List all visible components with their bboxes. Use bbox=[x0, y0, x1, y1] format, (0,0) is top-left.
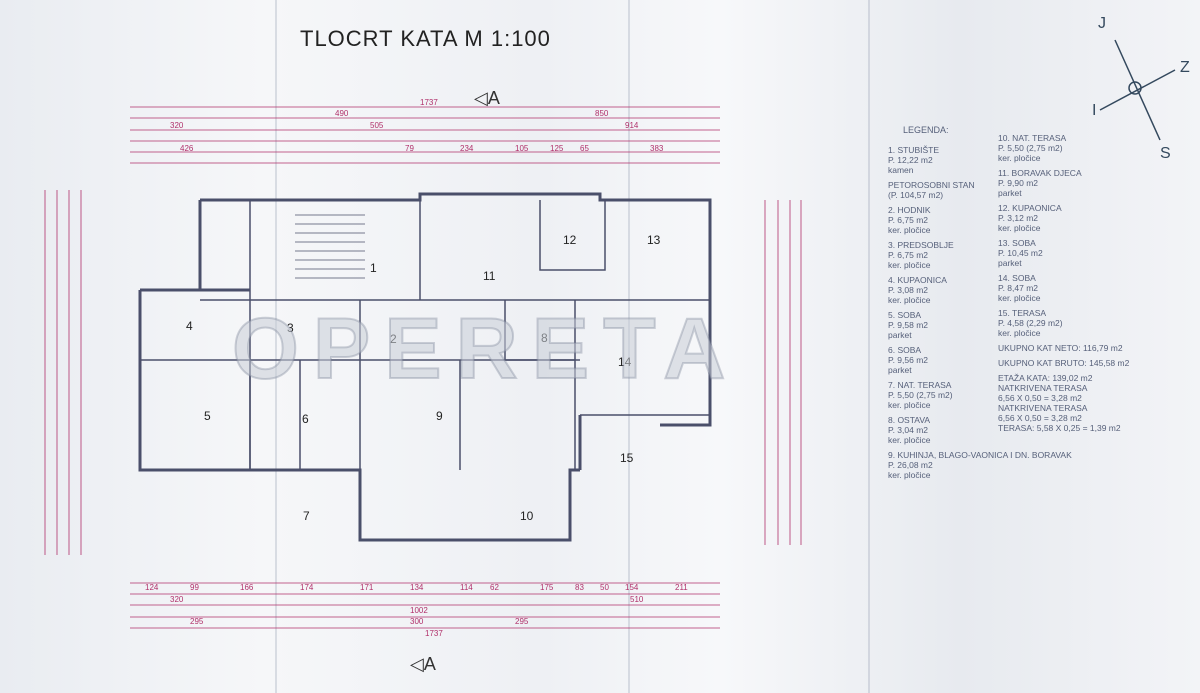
paper-fold bbox=[275, 0, 277, 693]
legend-entry: 4. KUPAONICA P. 3,08 m2 ker. pločice bbox=[888, 275, 947, 305]
legend-entry: 10. NAT. TERASA P. 5,50 (2,75 m2) ker. p… bbox=[998, 133, 1067, 163]
plan-title: TLOCRT KATA M 1:100 bbox=[300, 26, 551, 51]
dimension-label: 99 bbox=[190, 583, 199, 592]
legend-total: UKUPNO KAT BRUTO: 145,58 m2 bbox=[998, 358, 1130, 368]
dimension-label: 125 bbox=[550, 144, 564, 153]
legend-note: ETAŽA KATA: 139,02 m2 bbox=[998, 373, 1093, 383]
dimension-label: 1737 bbox=[420, 98, 438, 107]
dimension-label: 134 bbox=[410, 583, 424, 592]
legend-entry: 3. PREDSOBLJE P. 6,75 m2 ker. pločice bbox=[888, 240, 954, 270]
dimension-label: 105 bbox=[515, 144, 529, 153]
paper-fold bbox=[868, 0, 870, 693]
partition-wall bbox=[504, 300, 575, 361]
dimension-label: 114 bbox=[460, 583, 473, 592]
legend-entry: 1. STUBIŠTE P. 12,22 m2 kamen bbox=[888, 145, 940, 175]
room-number: 10 bbox=[520, 509, 534, 523]
legend-note: NATKRIVENA TERASA bbox=[998, 403, 1088, 413]
compass-letter: J bbox=[1098, 15, 1106, 32]
legend-entry: 15. TERASA P. 4,58 (2,29 m2) ker. pločic… bbox=[998, 308, 1063, 338]
legend-column-2: 10. NAT. TERASA P. 5,50 (2,75 m2) ker. p… bbox=[998, 133, 1129, 433]
dimension-label: 234 bbox=[460, 144, 474, 153]
legend-heading: LEGENDA: bbox=[903, 125, 949, 135]
legend-total: UKUPNO KAT NETO: 116,79 m2 bbox=[998, 343, 1123, 353]
room-number: 2 bbox=[390, 332, 397, 346]
compass-letter: Z bbox=[1180, 59, 1190, 76]
compass-letter: S bbox=[1160, 145, 1171, 162]
legend-entry: 8. OSTAVA P. 3,04 m2 ker. pločice bbox=[888, 415, 931, 445]
legend-note: 6,56 X 0,50 = 3,28 m2 bbox=[998, 413, 1082, 423]
legend-note: 6,56 X 0,50 = 3,28 m2 bbox=[998, 393, 1082, 403]
dimension-label: 300 bbox=[410, 617, 424, 626]
legend-entry: 9. KUHINJA, BLAGO-VAONICA I DN. BORAVAK … bbox=[888, 450, 1072, 480]
dimension-label: 320 bbox=[170, 121, 184, 130]
legend-entry: 7. NAT. TERASA P. 5,50 (2,75 m2) ker. pl… bbox=[888, 380, 953, 410]
dimension-label: 490 bbox=[335, 109, 349, 118]
room-number: 7 bbox=[303, 509, 310, 523]
dimension-label: 171 bbox=[360, 583, 374, 592]
paper-fold bbox=[628, 0, 630, 693]
room-number: 1 bbox=[370, 261, 377, 275]
dimension-label: 211 bbox=[675, 583, 688, 592]
wall bbox=[250, 192, 712, 427]
watermark: OPERETA bbox=[231, 300, 740, 398]
dimension-label: 174 bbox=[300, 583, 314, 592]
legend-entry: 5. SOBA P. 9,58 m2 parket bbox=[888, 310, 929, 340]
dimension-label: 65 bbox=[580, 144, 589, 153]
dimension-label: 505 bbox=[370, 121, 384, 130]
compass-axis bbox=[1099, 69, 1176, 111]
dimension-label: 1002 bbox=[410, 606, 428, 615]
dimension-label: 850 bbox=[595, 109, 609, 118]
legend-note: TERASA: 5,58 X 0,25 = 1,39 m2 bbox=[998, 423, 1121, 433]
dimension-label: 166 bbox=[240, 583, 254, 592]
dimension-label: 914 bbox=[625, 121, 639, 130]
dimension-label: 154 bbox=[625, 583, 639, 592]
dimension-label: 175 bbox=[540, 583, 554, 592]
room-number: 6 bbox=[302, 412, 309, 426]
dimension-label: 295 bbox=[515, 617, 529, 626]
legend-entry: 11. BORAVAK DJECA P. 9,90 m2 parket bbox=[998, 168, 1082, 198]
section-marker-top: ◁A bbox=[474, 88, 500, 108]
dimension-label: 79 bbox=[405, 144, 414, 153]
dimension-label: 426 bbox=[180, 144, 194, 153]
dimension-label: 62 bbox=[490, 583, 499, 592]
room-number: 5 bbox=[204, 409, 211, 423]
dimension-label: 50 bbox=[600, 583, 609, 592]
compass-center bbox=[1128, 81, 1142, 95]
room-number: 12 bbox=[563, 233, 577, 247]
legend-entry: 14. SOBA P. 8,47 m2 ker. pločice bbox=[998, 273, 1041, 303]
dimension-label: 320 bbox=[170, 595, 184, 604]
room-number: 4 bbox=[186, 319, 193, 333]
room-number: 9 bbox=[436, 409, 443, 423]
room-number: 11 bbox=[483, 269, 496, 283]
wall bbox=[138, 290, 580, 542]
compass-letter: I bbox=[1092, 102, 1096, 119]
legend-entry: 2. HODNIK P. 6,75 m2 ker. pločice bbox=[888, 205, 931, 235]
room-number: 3 bbox=[287, 321, 294, 335]
room-number: 14 bbox=[618, 355, 632, 369]
legend-entry: PETOROSOBNI STAN (P. 104,57 m2) bbox=[888, 180, 975, 200]
partition-wall bbox=[539, 200, 606, 271]
dimension-label: 124 bbox=[145, 583, 159, 592]
dimension-label: 295 bbox=[190, 617, 204, 626]
section-marker-bottom: ◁A bbox=[410, 654, 436, 674]
legend-entry: 13. SOBA P. 10,45 m2 parket bbox=[998, 238, 1043, 268]
room-number: 15 bbox=[620, 451, 634, 465]
room-number: 13 bbox=[647, 233, 661, 247]
legend-note: NATKRIVENA TERASA bbox=[998, 383, 1088, 393]
dimension-label: 1737 bbox=[425, 629, 443, 638]
dimension-label: 83 bbox=[575, 583, 584, 592]
legend-entry: 6. SOBA P. 9,56 m2 parket bbox=[888, 345, 929, 375]
legend-entry: 12. KUPAONICA P. 3,12 m2 ker. pločice bbox=[998, 203, 1062, 233]
room-number: 8 bbox=[541, 331, 548, 345]
dimension-label: 510 bbox=[630, 595, 644, 604]
dimension-label: 383 bbox=[650, 144, 664, 153]
